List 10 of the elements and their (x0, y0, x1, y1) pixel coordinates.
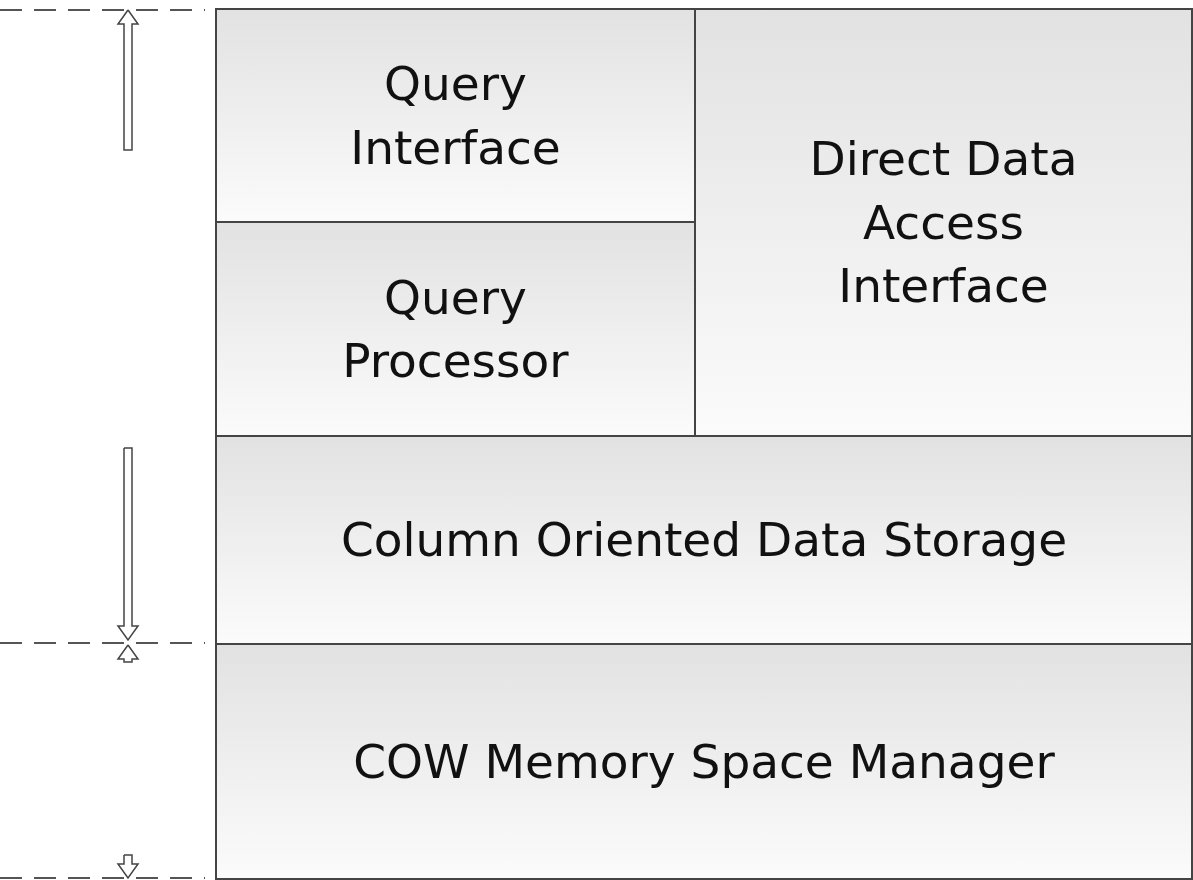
layer-box (215, 8, 696, 223)
layer-label: Query Interface (349, 55, 562, 177)
layer-box (694, 8, 1193, 437)
layer-label: COW Memory Space Manager (353, 732, 1055, 791)
layer-label: Query Processor (341, 268, 570, 390)
layer-label: Direct Data Access Interface (808, 130, 1079, 316)
layer-label: Column Oriented Data Storage (340, 511, 1068, 570)
layer-box (215, 643, 1193, 880)
layer-box (215, 435, 1193, 645)
layer-box (215, 221, 696, 437)
